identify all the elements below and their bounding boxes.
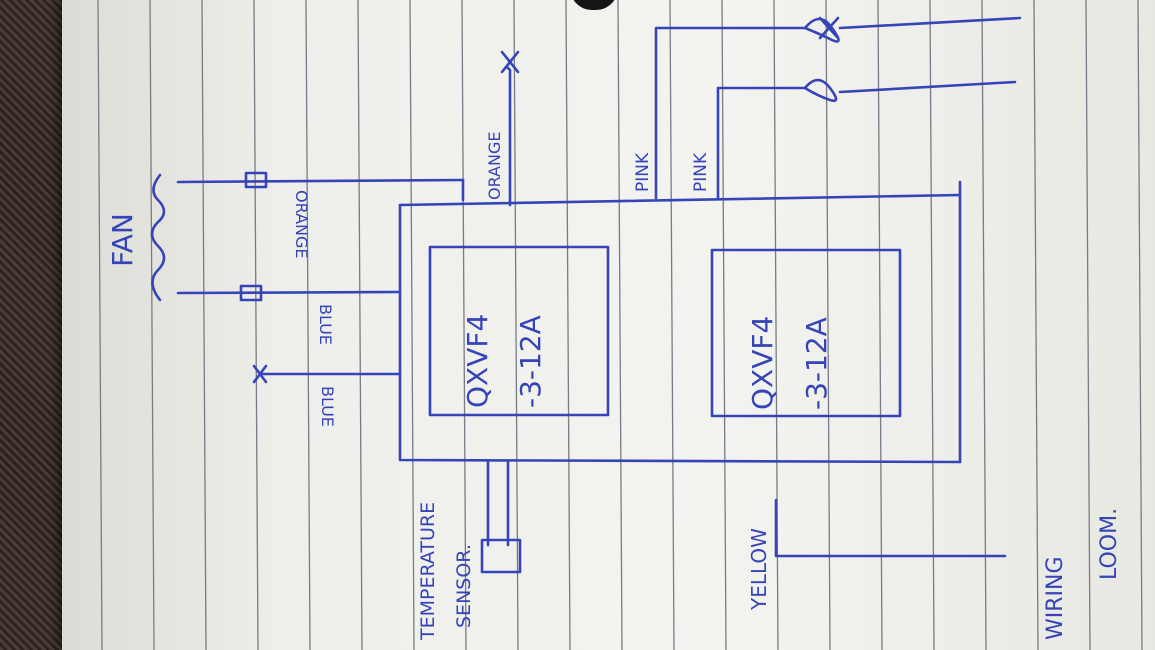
orange-wire-fan <box>176 178 465 184</box>
sensor-probe <box>480 538 522 574</box>
fan-coil <box>150 173 166 302</box>
pink-wire-2 <box>716 86 807 200</box>
enclosure-top <box>398 193 962 207</box>
ruled-line <box>721 0 727 650</box>
wiring-loom-label-2: LOOM. <box>1097 508 1122 580</box>
ruled-line <box>305 0 311 650</box>
ruled-line <box>253 0 259 650</box>
pink-label-1: PINK <box>633 152 653 192</box>
blue-wire-end-mark <box>252 364 268 384</box>
pink-wire-1 <box>654 26 807 200</box>
enclosure-outline <box>398 180 962 464</box>
ruled-line <box>1137 0 1143 650</box>
orange-label-2: ORANGE <box>485 132 504 200</box>
orange-wire-top <box>506 66 512 207</box>
blue-wire-connector <box>239 284 263 302</box>
orange-wire-end-mark <box>500 50 520 74</box>
ruled-line <box>617 0 623 650</box>
module-1-rating: -3-12A <box>514 315 547 408</box>
temperature-sensor-label-1: TEMPERATURE <box>417 502 439 641</box>
module-2-model: QXVF4 <box>746 316 779 410</box>
ruled-line <box>669 0 675 650</box>
fan-label: FAN <box>106 213 139 267</box>
ruled-line <box>825 0 831 650</box>
loom-wire-1 <box>838 16 1022 30</box>
ruled-lines <box>97 0 1143 650</box>
ruled-line <box>513 0 519 650</box>
ruled-line <box>461 0 467 650</box>
ruled-line <box>357 0 363 650</box>
switch-symbol-1 <box>803 16 840 43</box>
pink-label-2: PINK <box>691 152 711 192</box>
ruled-line <box>565 0 571 650</box>
ruled-line <box>149 0 155 650</box>
blue-label-2: BLUE <box>318 386 337 427</box>
ruled-line <box>773 0 779 650</box>
binder-clip <box>570 0 618 10</box>
switch-symbol-2 <box>803 78 838 103</box>
yellow-label: YELLOW <box>747 528 771 611</box>
ruled-line <box>929 0 935 650</box>
module-2-rating: -3-12A <box>800 317 833 410</box>
ruled-line <box>877 0 883 650</box>
ruled-line <box>97 0 103 650</box>
ruled-line <box>1033 0 1039 650</box>
ruled-line <box>201 0 207 650</box>
ruled-line <box>1085 0 1091 650</box>
blue-label-1: BLUE <box>316 304 335 345</box>
ruled-line <box>981 0 987 650</box>
loom-wire-2 <box>838 80 1017 94</box>
temperature-sensor-label-2: SENSOR. <box>453 544 475 628</box>
module-2-box <box>710 248 902 418</box>
module-1-model: QXVF4 <box>461 314 494 408</box>
blue-wire-fan <box>176 290 402 295</box>
module-1-box <box>428 245 610 417</box>
orange-wire-connector <box>244 171 268 189</box>
wiring-loom-label-1: WIRING <box>1043 556 1068 640</box>
ruled-line <box>409 0 415 650</box>
yellow-wire <box>774 498 1007 558</box>
orange-label-1: ORANGE <box>292 190 311 258</box>
